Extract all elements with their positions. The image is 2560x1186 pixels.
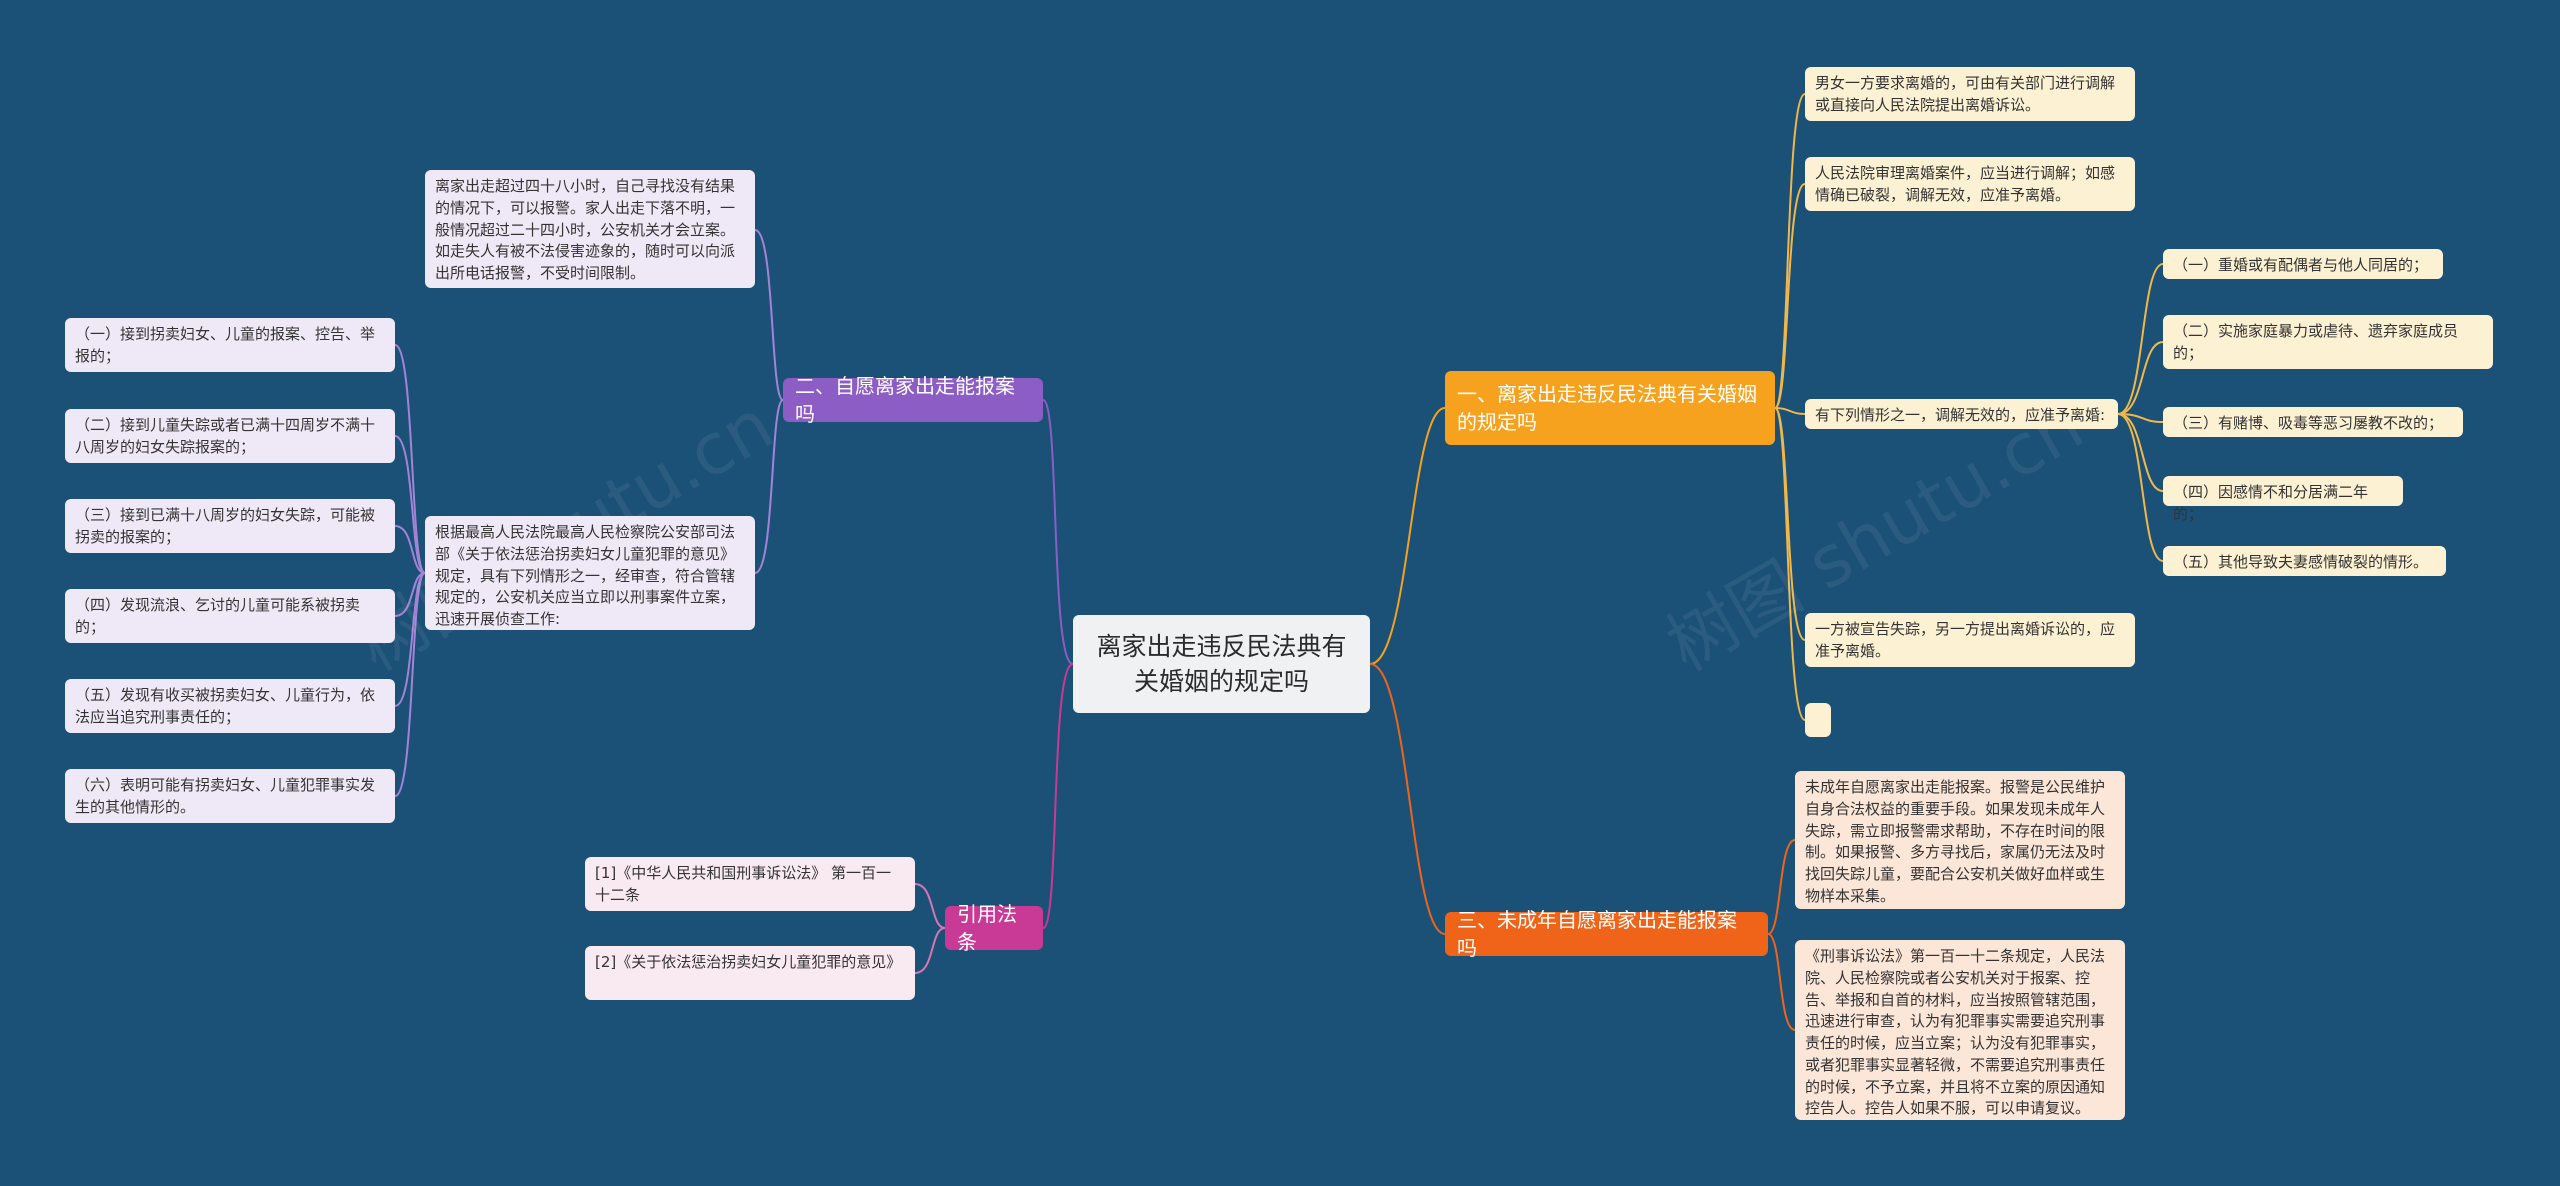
b1-grandchild-domestic-violence[interactable]: （二）实施家庭暴力或虐待、遗弃家庭成员的； (2163, 315, 2493, 369)
b1-grandchild-bigamy[interactable]: （一）重婚或有配偶者与他人同居的； (2163, 249, 2443, 279)
connector-b2-g2 (394, 435, 426, 574)
connector-b4-c2 (914, 927, 946, 974)
b4-child-criminal-procedure-law[interactable]: [1]《中华人民共和国刑事诉讼法》 第一百一十二条 (585, 857, 915, 911)
b2-child-report-timing[interactable]: 离家出走超过四十八小时，自己寻找没有结果的情况下，可以报警。家人出走下落不明，一… (425, 170, 755, 288)
b1-child-mediation[interactable]: 男女一方要求离婚的，可由有关部门进行调解或直接向人民法院提出离婚诉讼。 (1805, 67, 2135, 121)
connector-b1-g2 (2117, 341, 2164, 415)
branch-minor-runaway[interactable]: 三、未成年自愿离家出走能报案吗 (1445, 908, 1768, 960)
connector-b1-g4 (2117, 413, 2164, 492)
b1-child-court-mediation[interactable]: 人民法院审理离婚案件，应当进行调解；如感情确已破裂，调解无效，应准予离婚。 (1805, 157, 2135, 211)
connector-b2-c1 (754, 229, 784, 401)
b3-child-criminal-procedure[interactable]: 《刑事诉讼法》第一百一十二条规定，人民法院、人民检察院或者公安机关对于报案、控告… (1795, 940, 2125, 1120)
connector-b4-c1 (914, 883, 946, 929)
b3-child-report-allowed[interactable]: 未成年自愿离家出走能报案。报警是公民维护自身合法权益的重要手段。如果发现未成年人… (1795, 771, 2125, 909)
connector-b2-g4 (394, 572, 426, 617)
connector-b2-c2 (754, 399, 784, 574)
b1-grandchild-other[interactable]: （五）其他导致夫妻感情破裂的情形。 (2163, 546, 2446, 576)
b1-grandchild-separation[interactable]: （四）因感情不和分居满二年的； (2163, 476, 2403, 523)
connector-b1-g1 (2117, 263, 2164, 415)
b1-child-empty[interactable] (1805, 703, 1831, 737)
b4-child-trafficking-opinion[interactable]: [2]《关于依法惩治拐卖妇女儿童犯罪的意见》 (585, 946, 915, 1000)
b1-child-divorce-conditions[interactable]: 有下列情形之一，调解无效的，应准予离婚: (1805, 399, 2118, 429)
connector-root-b1 (1369, 407, 1446, 665)
connector-b3-c2-v (1767, 933, 1796, 1031)
connector-b2-g3 (394, 525, 426, 574)
b1-child-missing-spouse[interactable]: 一方被宣告失踪，另一方提出离婚诉讼的，应准予离婚。 (1805, 613, 2135, 667)
b2-grandchild-2[interactable]: （二）接到儿童失踪或者已满十四周岁不满十八周岁的妇女失踪报案的； (65, 409, 395, 463)
connector-b1-c3 (1774, 407, 1806, 415)
connector-root-b4 (1042, 663, 1074, 929)
connector-b1-c1 (1774, 93, 1806, 409)
connector-b2-g6 (394, 572, 426, 797)
connector-root-b2 (1042, 399, 1074, 665)
connector-b1-g5 (2117, 413, 2164, 562)
b2-grandchild-4[interactable]: （四）发现流浪、乞讨的儿童可能系被拐卖的； (65, 589, 395, 643)
branch-voluntary-runaway[interactable]: 二、自愿离家出走能报案吗 (783, 374, 1043, 426)
connector-root-b3 (1369, 663, 1446, 935)
connector-b2-g1 (394, 344, 426, 574)
b2-grandchild-3[interactable]: （三）接到已满十八周岁的妇女失踪，可能被拐卖的报案的； (65, 499, 395, 553)
connector-b3-c1-v (1767, 839, 1796, 935)
branch-cited-laws[interactable]: 引用法条 (945, 902, 1043, 954)
connector-b2-g5 (394, 572, 426, 707)
branch-marriage-law[interactable]: 一、离家出走违反民法典有关婚姻的规定吗 (1445, 371, 1775, 445)
b2-grandchild-6[interactable]: （六）表明可能有拐卖妇女、儿童犯罪事实发生的其他情形的。 (65, 769, 395, 823)
b1-grandchild-gambling[interactable]: （三）有赌博、吸毒等恶习屡教不改的； (2163, 407, 2463, 437)
b2-grandchild-1[interactable]: （一）接到拐卖妇女、儿童的报案、控告、举报的； (65, 318, 395, 372)
connector-b1-c2 (1774, 183, 1806, 409)
root-topic[interactable]: 离家出走违反民法典有关婚姻的规定吗 (1073, 615, 1370, 713)
connector-b1-g3 (2117, 413, 2164, 423)
connector-b1-c5 (1774, 407, 1806, 721)
b2-child-trafficking-opinion[interactable]: 根据最高人民法院最高人民检察院公安部司法部《关于依法惩治拐卖妇女儿童犯罪的意见》… (425, 516, 755, 630)
b2-grandchild-5[interactable]: （五）发现有收买被拐卖妇女、儿童行为，依法应当追究刑事责任的； (65, 679, 395, 733)
